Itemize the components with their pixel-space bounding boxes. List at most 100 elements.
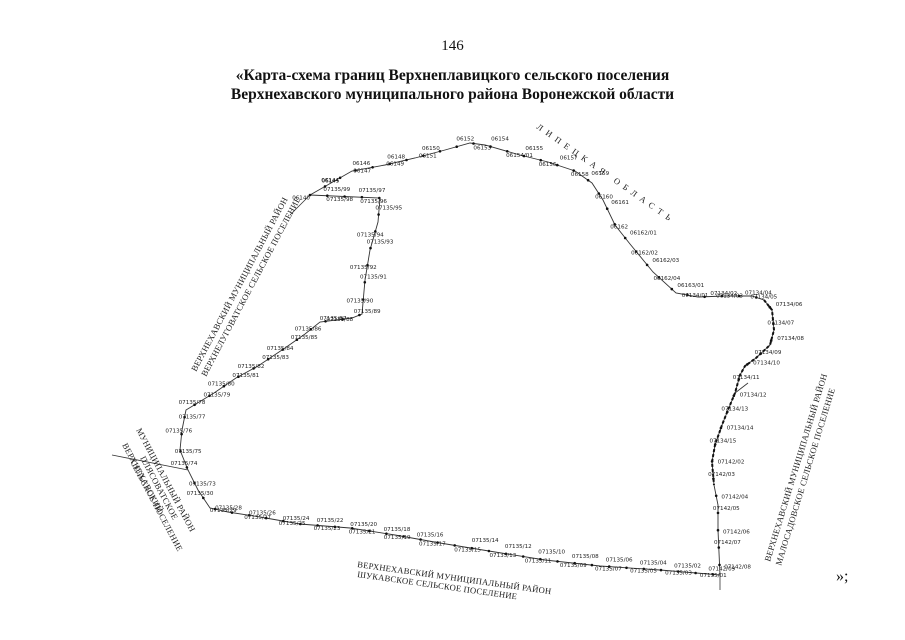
boundary-point-label: 06149: [386, 162, 404, 168]
boundary-point-marker: [180, 432, 183, 436]
boundary-point-label: 07135/03: [665, 571, 692, 577]
boundary-point-label: 07135/80: [208, 382, 235, 388]
boundary-point-marker: [208, 394, 211, 398]
region-label-e-1: ВЕРХНЕХАВСКИЙ МУНИЦИПАЛЬНЫЙ РАЙОН: [762, 372, 829, 562]
boundary-point-label: 06151: [419, 153, 437, 159]
boundary-point-marker: [745, 363, 749, 366]
boundary-point-marker: [694, 571, 697, 575]
boundary-point-label: 07142/09: [708, 566, 735, 572]
boundary-point-label: 07135/82: [238, 364, 265, 370]
boundary-point-label: 07135/10: [538, 550, 565, 556]
boundary-point-marker: [521, 555, 525, 558]
page-number: 146: [441, 38, 464, 54]
boundary-point-label: 07135/30: [187, 491, 214, 497]
boundary-point-marker: [341, 317, 345, 321]
boundary-point-marker: [712, 477, 715, 481]
boundary-point-marker: [419, 538, 422, 541]
boundary-point-label: 07135/73: [189, 481, 216, 487]
boundary-point-marker: [324, 320, 327, 323]
boundary-point-label: 07135/29: [210, 508, 237, 514]
boundary-point-marker: [670, 287, 674, 291]
boundary-points: 0614006144061450614606147061480614906150…: [165, 137, 804, 579]
boundary-point-marker: [703, 295, 706, 299]
boundary-point-marker: [539, 557, 542, 561]
boundary-point-marker: [185, 466, 189, 469]
boundary-point-label: 07135/96: [360, 199, 387, 205]
boundary-point-label: 06140: [292, 195, 310, 201]
boundary-point-marker: [717, 546, 721, 549]
boundary-point-marker: [183, 415, 186, 419]
boundary-point-label: 07135/81: [232, 373, 259, 379]
boundary-point-label: 06145: [322, 179, 340, 185]
map-title-line-1: «Карта-схема границ Верхнеплавицкого сел…: [235, 67, 670, 84]
boundary-point-label: 07135/95: [375, 205, 402, 211]
boundary-point-label: 06162/04: [654, 276, 681, 282]
boundary-point-marker: [281, 348, 285, 351]
boundary-point-marker: [316, 524, 319, 527]
boundary-point-marker: [385, 532, 388, 535]
boundary-point-marker: [586, 178, 590, 182]
boundary-point-label: 07135/83: [262, 355, 289, 361]
boundary-point-marker: [237, 375, 240, 379]
boundary-point-label: 07135/79: [204, 393, 231, 399]
leader-line: [734, 382, 749, 394]
boundary-point-marker: [377, 213, 380, 216]
boundary-point-label: 07135/76: [165, 429, 192, 435]
boundary-point-marker: [634, 250, 638, 253]
boundary-point-marker: [623, 236, 627, 240]
boundary-point-marker: [333, 525, 337, 529]
boundary-point-label: 06158: [571, 172, 589, 178]
boundary-point-label: 07142/07: [714, 540, 741, 546]
leader-line: [289, 194, 311, 216]
boundary-point-marker: [230, 511, 234, 514]
boundary-point-marker: [710, 460, 714, 463]
boundary-point-marker: [487, 549, 491, 553]
boundary-point-label: 07135/28: [215, 505, 242, 511]
boundary-point-marker: [378, 196, 381, 200]
boundary-point-marker: [455, 145, 459, 148]
boundary-point-label: 06161: [611, 200, 629, 206]
boundary-point-marker: [573, 561, 576, 565]
boundary-point-label: 06154: [491, 137, 509, 143]
boundary-point-marker: [718, 563, 721, 567]
boundary-point-label: 07135/14: [472, 538, 499, 544]
boundary-point-marker: [719, 426, 723, 430]
boundary-point-marker: [193, 481, 196, 485]
boundary-point-marker: [266, 357, 270, 361]
boundary-point-marker: [489, 145, 492, 148]
boundary-point-marker: [436, 541, 439, 544]
boundary-point-marker: [720, 294, 724, 298]
boundary-point-marker: [605, 207, 609, 210]
boundary-point-marker: [556, 163, 559, 167]
boundary-point-label: 06160: [595, 194, 613, 200]
boundary-point-marker: [252, 367, 255, 370]
map-title-line-2: Верхнехавского муниципального района Вор…: [230, 86, 675, 103]
boundary-point-label: 07142/03: [708, 472, 735, 478]
boundary-point-label: 07135/06: [606, 558, 633, 564]
boundary-point-label: 07135/20: [350, 522, 377, 528]
boundary-point-label: 07135/08: [572, 554, 599, 560]
boundary-point-marker: [438, 150, 442, 153]
map-title: «Карта-схема границ Верхнеплавицкого сел…: [0, 66, 905, 104]
boundary-point-label: 07135/84: [267, 346, 294, 352]
boundary-point-marker: [388, 162, 391, 166]
boundary-point-marker: [371, 166, 374, 169]
boundary-point-marker: [737, 294, 741, 298]
boundary-point-label: 07134/14: [727, 426, 754, 432]
boundary-point-label: 07135/13: [490, 553, 517, 559]
boundary-point-label: 07134/07: [767, 320, 794, 326]
boundary-point-marker: [308, 193, 312, 197]
boundary-point-marker: [470, 546, 474, 550]
boundary-point-marker: [368, 529, 371, 533]
boundary-point-marker: [522, 154, 526, 158]
boundary-point-label: 06162/01: [630, 230, 657, 236]
boundary-point-marker: [338, 176, 342, 180]
boundary-point-marker: [363, 281, 367, 284]
boundary-point-marker: [772, 322, 775, 326]
boundary-point-marker: [343, 195, 346, 198]
boundary-point-marker: [607, 565, 611, 568]
boundary-point-marker: [282, 519, 285, 523]
boundary-point-label: 07135/19: [384, 535, 411, 541]
boundary-point-label: 07134/13: [721, 407, 748, 413]
